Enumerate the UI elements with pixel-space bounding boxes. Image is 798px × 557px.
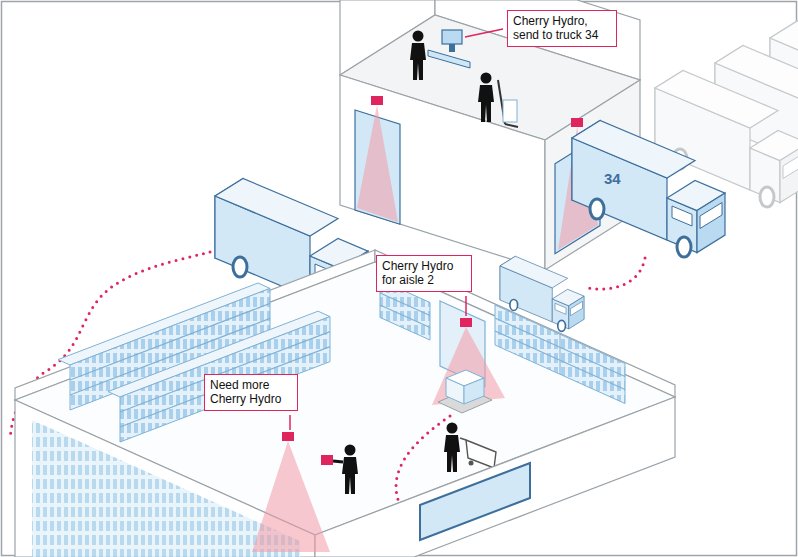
cooler — [495, 305, 625, 404]
delivery-truck — [572, 121, 725, 258]
store — [15, 250, 675, 557]
store-sign — [420, 463, 530, 540]
cooler — [560, 334, 561, 374]
callout-text: Cherry Hydro, send to truck 34 — [513, 14, 611, 43]
rfid-reader — [282, 432, 294, 441]
rfid-reader — [371, 96, 383, 105]
shopping-cart — [466, 440, 496, 468]
callout-box: Cherry Hydro for aisle 2 — [376, 255, 472, 292]
hand-truck — [505, 124, 518, 127]
parked-truck — [655, 71, 798, 208]
shelf — [120, 347, 330, 427]
shopping-cart — [460, 438, 466, 440]
shelf — [380, 305, 430, 328]
computer — [449, 44, 455, 52]
desk — [428, 50, 470, 68]
worker — [478, 73, 494, 123]
route-dots — [588, 258, 645, 289]
parked-trucks — [655, 21, 798, 208]
reader-beam — [252, 441, 330, 552]
shelf — [120, 317, 330, 442]
clerk — [342, 445, 358, 495]
shelf — [120, 332, 330, 412]
truck-number: 34 — [604, 170, 621, 188]
callout-text: Cherry Hydro for aisle 2 — [382, 259, 466, 288]
callout-box: Need more Cherry Hydro — [204, 374, 298, 411]
reader-beam — [357, 105, 398, 222]
rfid-reader — [571, 118, 583, 127]
reader-beam — [432, 327, 505, 405]
worker — [410, 31, 426, 81]
computer — [442, 30, 462, 44]
shopping-cart — [469, 461, 474, 466]
route-dots — [396, 416, 450, 505]
cooler — [495, 318, 625, 377]
leader-line — [465, 296, 467, 316]
pallet — [438, 370, 492, 413]
callout-box: Cherry Hydro, send to truck 34 — [507, 10, 617, 47]
cooler — [495, 305, 625, 404]
warehouse — [340, 75, 545, 270]
rfid-reader — [460, 318, 472, 327]
shelf — [108, 311, 330, 442]
carton — [503, 100, 517, 122]
clerk — [333, 461, 343, 462]
shelf — [380, 293, 430, 316]
leader-line — [465, 29, 503, 37]
pallet — [464, 378, 484, 404]
leader-line — [290, 29, 503, 430]
cooler — [495, 331, 625, 390]
route-dots — [396, 416, 450, 505]
leader-line — [289, 415, 291, 430]
shopper — [444, 423, 460, 473]
store-wall — [315, 397, 675, 557]
pallet — [446, 378, 464, 404]
callout-text: Need more Cherry Hydro — [210, 378, 292, 407]
product-pack — [321, 455, 333, 465]
